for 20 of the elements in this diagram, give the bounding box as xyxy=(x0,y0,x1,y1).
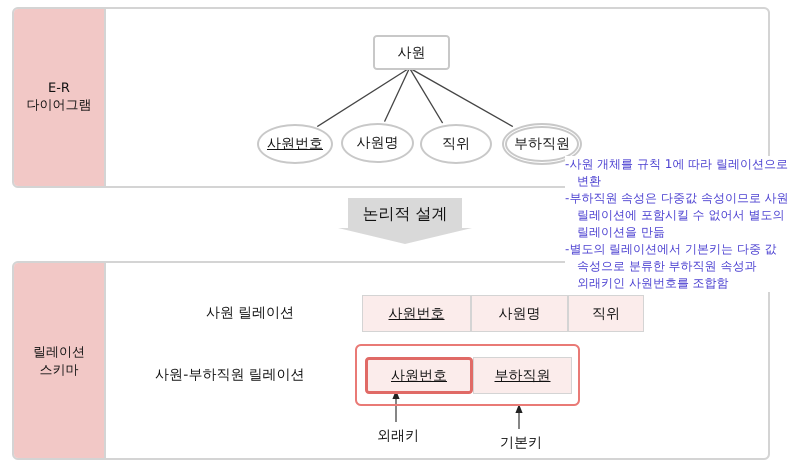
relation-name: 사원 릴레이션 xyxy=(206,304,294,322)
highlight-box xyxy=(355,344,580,406)
attribute-ellipse: 사원명 xyxy=(341,123,414,163)
attribute-ellipse: 직위 xyxy=(420,124,492,164)
connector-line xyxy=(408,68,444,124)
key-label: 외래키 xyxy=(372,426,424,446)
arrow xyxy=(515,404,523,429)
connector-line xyxy=(384,68,410,122)
key-label: 기본키 xyxy=(495,433,547,453)
relation-name: 사원-부하직원 릴레이션 xyxy=(155,366,305,384)
table-cell: 직위 xyxy=(568,295,644,332)
table-cell: 사원번호 xyxy=(362,295,471,332)
connector-line xyxy=(316,67,410,128)
attribute-ellipse: 사원번호 xyxy=(257,124,333,164)
transition-arrow: 논리적 설계 xyxy=(338,198,472,244)
table-cell: 사원명 xyxy=(471,295,568,332)
key-cell: 사원번호 xyxy=(365,357,473,394)
connector-line xyxy=(409,67,514,128)
entity-box: 사원 xyxy=(373,35,450,70)
table-cell: 부하직원 xyxy=(473,357,572,394)
